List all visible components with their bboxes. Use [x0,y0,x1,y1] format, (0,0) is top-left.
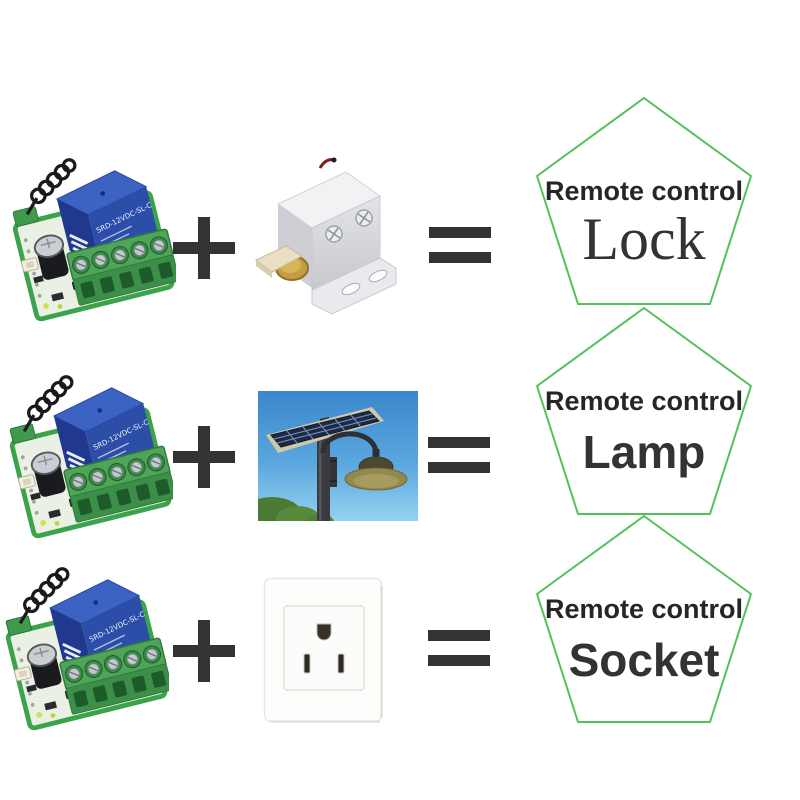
pentagon-main-label: Socket [568,634,720,686]
lock-photo [248,146,398,316]
pentagon-top-label: Remote control [544,386,744,416]
plus-icon [173,426,235,488]
plus-icon [173,620,235,682]
equals-icon [429,227,491,263]
solar-lamp-photo [258,391,418,521]
equals-icon [428,630,490,666]
wall-socket-photo [262,576,386,726]
plus-icon [173,217,235,279]
pentagon-outline [536,307,752,515]
pentagon-main-label: Lamp [582,426,706,478]
relay-module-photo [1,549,169,733]
pentagon-outline [536,515,752,723]
pentagon-main-label: Lock [582,206,706,272]
pentagon-outline [536,97,752,305]
pentagon-badge-socket: Remote control Socket [534,513,754,725]
pentagon-badge-lock: Remote control Lock [534,95,754,307]
pentagon-top-label: Remote control [544,594,744,624]
equals-icon [428,437,490,473]
pentagon-top-label: Remote control [544,176,744,206]
pentagon-badge-lamp: Remote control Lamp [534,305,754,517]
